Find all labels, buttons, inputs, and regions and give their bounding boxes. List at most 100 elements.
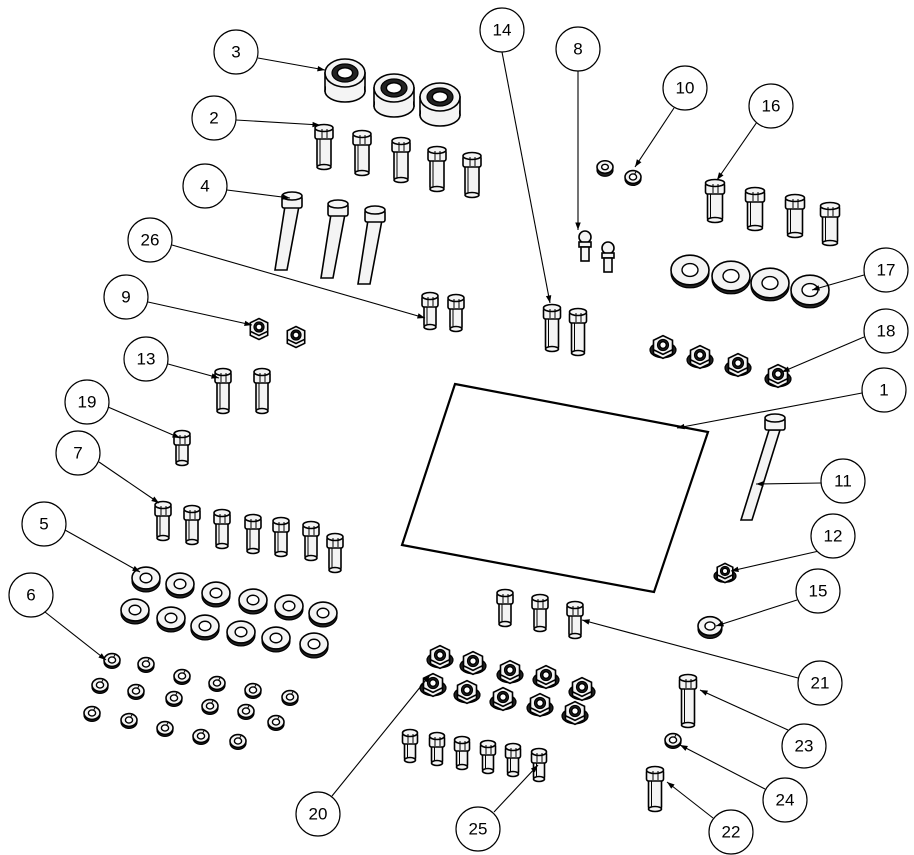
leader-16-arrowhead: [717, 172, 724, 180]
balloon-20: 20: [295, 791, 341, 837]
washer-15: [697, 615, 723, 639]
flange-nut-20-2-hex: [462, 650, 484, 676]
washer-5-10: [226, 620, 256, 647]
spacer-3: [419, 82, 461, 127]
balloon-label-3: 3: [231, 43, 240, 62]
balloon-17: 17: [863, 247, 909, 293]
flange-nut-20-1-hex: [429, 644, 451, 670]
carriage-bolt-5: [462, 151, 482, 199]
washer-10a: [596, 159, 614, 177]
lock-washer-6-11: [237, 703, 255, 720]
spacer-1: [324, 58, 366, 103]
leader-2-arrowhead: [312, 121, 320, 128]
bolt-21b: [531, 593, 549, 633]
balloon-label-23: 23: [795, 737, 814, 756]
leader-9-arrowhead: [244, 320, 252, 327]
bolt-25-5: [504, 742, 522, 778]
washer-5-9: [190, 614, 220, 641]
lock-washer-6-15: [192, 728, 210, 745]
carriage-bolt-4: [427, 145, 447, 193]
leader-25: [493, 764, 539, 813]
washer-5-2: [165, 572, 195, 599]
balloon-6: 6: [8, 572, 54, 618]
leader-2: [235, 119, 321, 126]
balloon-label-20: 20: [309, 805, 328, 824]
leader-18-arrowhead: [782, 366, 790, 372]
bolt-13b: [253, 367, 271, 415]
leader-7-arrowhead: [151, 496, 159, 503]
leader-22: [666, 781, 714, 819]
washer-5-12: [299, 632, 329, 659]
flange-nut-20-3-hex: [499, 659, 521, 685]
lock-washer-6-1: [103, 652, 121, 669]
long-bolt-2: [320, 199, 349, 279]
washer-5-4: [238, 588, 268, 615]
balloon-2: 2: [191, 95, 237, 141]
leader-23: [699, 689, 789, 731]
bolt-7-7: [326, 532, 344, 574]
leader-11-arrowhead: [756, 481, 764, 487]
lock-washer-6-13: [120, 712, 138, 729]
flange-nut-18-3-hex: [727, 352, 749, 378]
bolt-25-2: [428, 731, 446, 767]
bolt-16-3: [784, 193, 806, 239]
balloon-label-10: 10: [676, 79, 695, 98]
bolt-21c: [566, 600, 584, 640]
lock-washer-6-12: [83, 705, 101, 722]
leader-4-arrowhead: [282, 194, 290, 200]
lock-washer-10b: [624, 169, 642, 187]
washer-5-5: [274, 594, 304, 621]
ball-stud-2: [601, 241, 615, 273]
leader-14: [501, 51, 551, 304]
lock-washer-6-16: [229, 733, 247, 750]
flange-nut-20-9-hex: [529, 692, 551, 718]
balloon-label-17: 17: [877, 261, 896, 280]
leader-25-arrowhead: [530, 765, 538, 773]
lock-washer-6-17: [267, 714, 285, 731]
leader-9: [147, 301, 253, 326]
washer-17-4: [790, 274, 830, 309]
leader-26-arrowhead: [417, 313, 425, 319]
washer-5-7: [120, 598, 150, 625]
balloon-12: 12: [810, 513, 856, 559]
leader-19: [107, 406, 181, 439]
leader-12: [730, 550, 820, 572]
balloon-label-25: 25: [469, 820, 488, 839]
balloon-11: 11: [820, 458, 866, 504]
leader-10-arrowhead: [635, 159, 642, 167]
flange-nut-18-2-hex: [689, 344, 711, 370]
leader-6: [44, 611, 107, 661]
bolt-7-2: [183, 504, 201, 546]
balloon-21: 21: [797, 660, 843, 706]
bolt-14b: [568, 307, 588, 357]
flange-nut-20-6-hex: [422, 672, 444, 698]
leader-17-arrowhead: [812, 285, 820, 291]
bolt-25-4: [479, 739, 497, 775]
leader-18: [781, 336, 865, 373]
balloon-label-11: 11: [834, 472, 852, 491]
balloon-label-5: 5: [39, 515, 48, 534]
balloon-18: 18: [863, 308, 909, 354]
washer-5-11: [261, 626, 291, 653]
washer-5-8: [156, 606, 186, 633]
balloon-label-2: 2: [209, 109, 218, 128]
leader-lines: [44, 51, 865, 819]
bolt-25-6: [530, 747, 548, 783]
leader-21-arrowhead: [582, 619, 590, 625]
leader-3-arrowhead: [317, 65, 325, 72]
washer-17-3: [750, 267, 790, 302]
washer-17-2: [711, 260, 751, 295]
bolt-16-2: [744, 186, 766, 232]
flange-nut-20-4-hex: [535, 664, 557, 690]
leader-20-arrowhead: [423, 675, 430, 683]
washer-5-3: [201, 581, 231, 608]
balloon-label-4: 4: [200, 177, 209, 196]
flange-nut-18-1-hex: [652, 334, 674, 360]
leader-16: [716, 121, 758, 181]
leader-19-arrowhead: [172, 432, 180, 438]
leader-11: [755, 482, 822, 485]
balloon-13: 13: [123, 336, 169, 382]
leader-5-arrowhead: [132, 565, 140, 572]
washer-5-6: [308, 601, 338, 628]
balloon-19: 19: [64, 379, 110, 425]
